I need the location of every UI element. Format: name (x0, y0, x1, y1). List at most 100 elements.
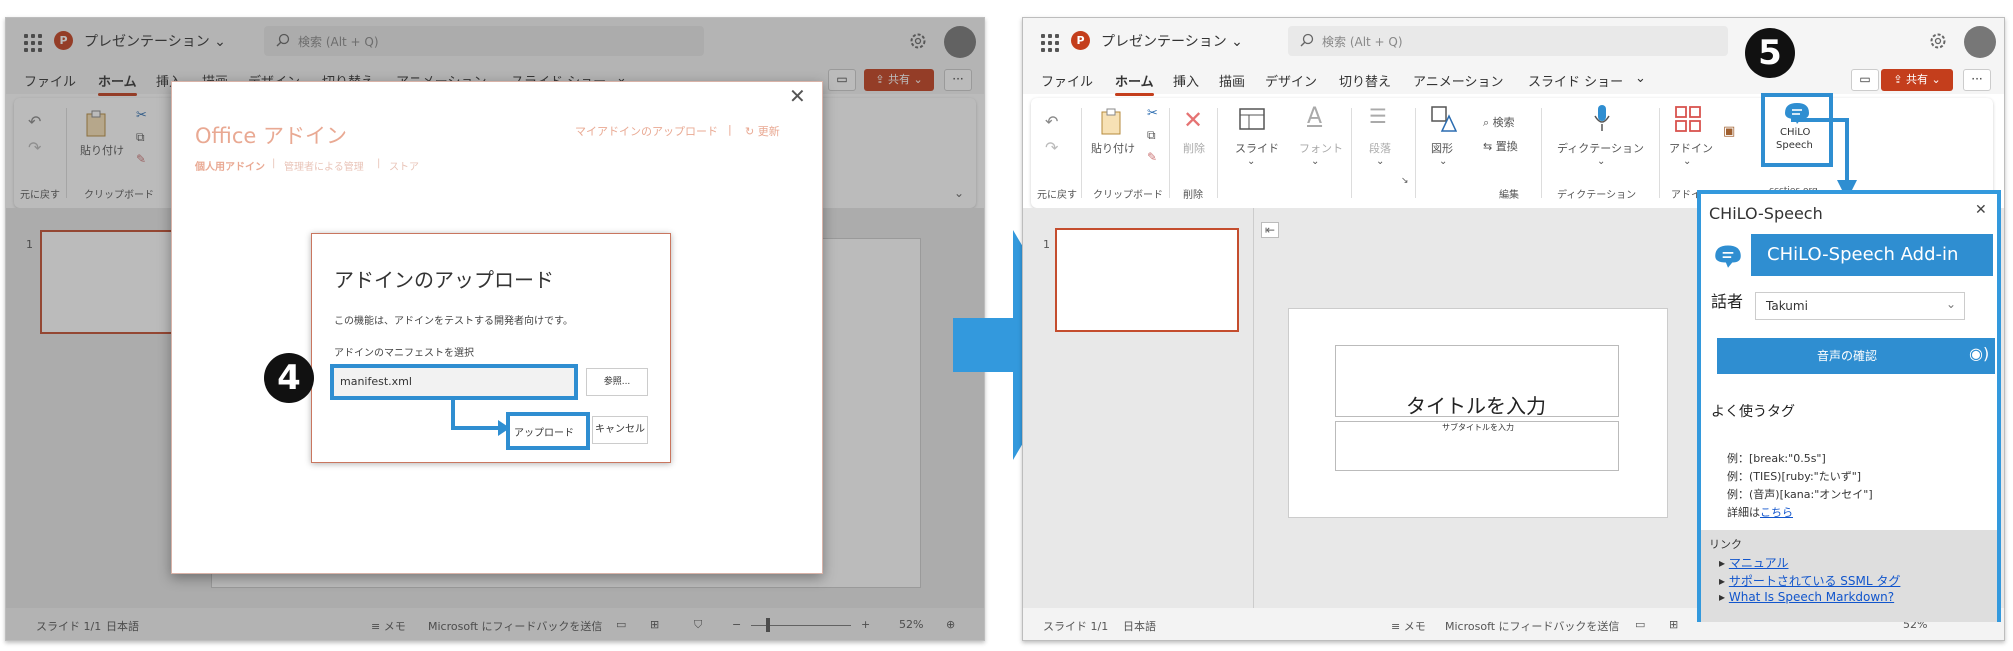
details-link[interactable]: こちら (1760, 506, 1793, 519)
chevron-down-icon[interactable]: ⌄ (616, 71, 627, 86)
speaker-select[interactable]: Takumi ⌄ (1755, 292, 1965, 320)
chilo-speech-pane: CHiLO-Speech ✕ CHiLO-Speech Add-in 話者 Ta… (1697, 190, 2001, 622)
ribbon-collapse-icon[interactable]: ⌄ (954, 186, 965, 200)
chevron-down-icon[interactable]: ⌄ (1311, 156, 1320, 167)
tab-animations[interactable]: アニメーション (1413, 75, 1504, 90)
dialog-launcher-icon[interactable]: ↘ (1401, 176, 1409, 186)
notes-button[interactable]: ≡ メモ (1391, 620, 1426, 633)
replace-button[interactable]: ⇆ 置換 (1483, 140, 1518, 153)
close-icon[interactable]: ✕ (789, 84, 806, 108)
format-painter-icon[interactable]: ✎ (136, 152, 147, 166)
tab-design[interactable]: デザイン (1265, 75, 1318, 90)
fit-slide-icon[interactable]: ⊕ (946, 618, 956, 631)
tab-file[interactable]: ファイル (24, 75, 77, 90)
addins-icon[interactable] (1675, 106, 1701, 132)
browse-button[interactable]: 参照... (586, 368, 648, 396)
copy-icon[interactable]: ⧉ (136, 130, 145, 144)
feedback-link[interactable]: Microsoft にフィードバックを送信 (428, 620, 603, 633)
feedback-link[interactable]: Microsoft にフィードバックを送信 (1445, 620, 1620, 633)
search-box[interactable]: 検索 (Alt + Q) (1288, 26, 1728, 56)
nav-store[interactable]: ストア (389, 162, 419, 173)
avatar[interactable] (1964, 26, 1996, 58)
font-icon[interactable]: A (1307, 104, 1323, 129)
microphone-icon[interactable] (1593, 104, 1611, 132)
tab-home[interactable]: ホーム (1115, 71, 1154, 96)
redo-icon[interactable]: ↷ (1045, 138, 1059, 157)
normal-view-icon[interactable]: ▭ (1635, 618, 1646, 631)
chevron-down-icon[interactable]: ⌄ (1597, 156, 1606, 167)
search-box[interactable]: 検索 (Alt + Q) (264, 26, 704, 56)
share-button[interactable]: ⇪ 共有 ⌄ (1881, 69, 1953, 91)
nav-admin[interactable]: 管理者による管理 (284, 162, 364, 173)
app-launcher-icon[interactable] (1041, 34, 1059, 52)
undo-icon[interactable]: ↶ (1045, 112, 1059, 131)
ssml-tags-link[interactable]: サポートされている SSML タグ (1728, 574, 1901, 588)
notes-button[interactable]: ≡ メモ (371, 620, 406, 633)
comments-icon[interactable]: ▭ (1851, 69, 1879, 91)
presenter-view-icon[interactable]: ⛉ (694, 618, 703, 631)
language[interactable]: 日本語 (106, 620, 139, 633)
slide-thumbnail[interactable] (1055, 228, 1239, 332)
addin-small-icon[interactable]: ▣ (1723, 124, 1736, 139)
chevron-down-icon[interactable]: ⌄ (1683, 156, 1692, 167)
find-button[interactable]: ⌕ 検索 (1483, 116, 1515, 129)
confirm-audio-button[interactable]: 音声の確認 ◉) (1717, 338, 1995, 374)
replace-label: 置換 (1495, 140, 1518, 153)
paste-icon[interactable] (1099, 108, 1125, 136)
gear-icon[interactable] (1929, 32, 1947, 50)
manifest-file-input[interactable]: manifest.xml (330, 364, 578, 400)
show-thumbnails-icon[interactable]: ⇤ (1261, 222, 1280, 238)
cut-icon[interactable]: ✂ (1147, 106, 1158, 121)
tab-home[interactable]: ホーム (98, 71, 137, 96)
chevron-down-icon[interactable]: ⌄ (1376, 156, 1385, 167)
chevron-down-icon[interactable]: ⌄ (1247, 156, 1256, 167)
grid-view-icon[interactable]: ⊞ (1669, 618, 1679, 631)
format-painter-icon[interactable]: ✎ (1147, 150, 1158, 164)
tab-insert[interactable]: 挿入 (1173, 75, 1200, 90)
paragraph-icon[interactable]: ☰ (1369, 104, 1387, 128)
normal-view-icon[interactable]: ▭ (616, 618, 627, 631)
avatar[interactable] (944, 26, 976, 58)
app-launcher-icon[interactable] (24, 34, 42, 52)
more-button[interactable]: ··· (944, 69, 972, 91)
slide-icon[interactable] (1239, 108, 1265, 130)
zoom-thumb[interactable] (766, 618, 770, 632)
nav-personal[interactable]: 個人用アドイン (195, 162, 265, 173)
chevron-down-icon[interactable]: ⌄ (1439, 156, 1448, 167)
document-title[interactable]: プレゼンテーション ⌄ (84, 34, 226, 50)
paste-icon[interactable] (84, 110, 110, 138)
subtitle-placeholder-box[interactable]: サブタイトルを入力 (1335, 421, 1619, 471)
manual-link[interactable]: マニュアル (1728, 556, 1789, 570)
tab-slideshow[interactable]: スライド ショー (1528, 75, 1624, 90)
zoom-level[interactable]: 52% (899, 618, 924, 631)
delete-icon[interactable]: ✕ (1183, 106, 1204, 134)
comments-icon[interactable]: ▭ (828, 69, 856, 91)
slide-canvas[interactable]: タイトルを入力 サブタイトルを入力 (1288, 308, 1668, 518)
tab-draw[interactable]: 描画 (1219, 75, 1246, 90)
zoom-out-icon[interactable]: − (732, 618, 742, 631)
chilo-speech-button[interactable]: CHiLO Speech (1761, 93, 1833, 167)
grid-view-icon[interactable]: ⊞ (650, 618, 660, 631)
document-title[interactable]: プレゼンテーション ⌄ (1101, 34, 1243, 50)
chevron-down-icon[interactable]: ⌄ (1635, 71, 1646, 86)
more-button[interactable]: ··· (1963, 69, 1991, 91)
redo-icon[interactable]: ↷ (28, 138, 42, 157)
upload-addin-link[interactable]: マイアドインのアップロード (575, 125, 718, 138)
share-button[interactable]: ⇪ 共有 ⌄ (864, 69, 934, 91)
title-placeholder-box[interactable]: タイトルを入力 (1335, 345, 1619, 418)
copy-icon[interactable]: ⧉ (1147, 128, 1156, 142)
language[interactable]: 日本語 (1123, 620, 1156, 633)
zoom-in-icon[interactable]: + (861, 618, 871, 631)
refresh-button[interactable]: ↻ 更新 (745, 125, 780, 138)
gear-icon[interactable] (909, 32, 927, 50)
tab-file[interactable]: ファイル (1041, 75, 1094, 90)
cancel-button[interactable]: キャンセル (592, 416, 648, 444)
tab-transitions[interactable]: 切り替え (1339, 75, 1392, 90)
shapes-icon[interactable] (1431, 106, 1457, 132)
speech-markdown-link[interactable]: What Is Speech Markdown? (1728, 590, 1895, 604)
undo-icon[interactable]: ↶ (28, 112, 42, 131)
close-icon[interactable]: ✕ (1975, 202, 1987, 218)
cut-icon[interactable]: ✂ (136, 108, 147, 123)
upload-button[interactable]: アップロード (506, 412, 590, 450)
zoom-slider[interactable] (751, 625, 851, 626)
